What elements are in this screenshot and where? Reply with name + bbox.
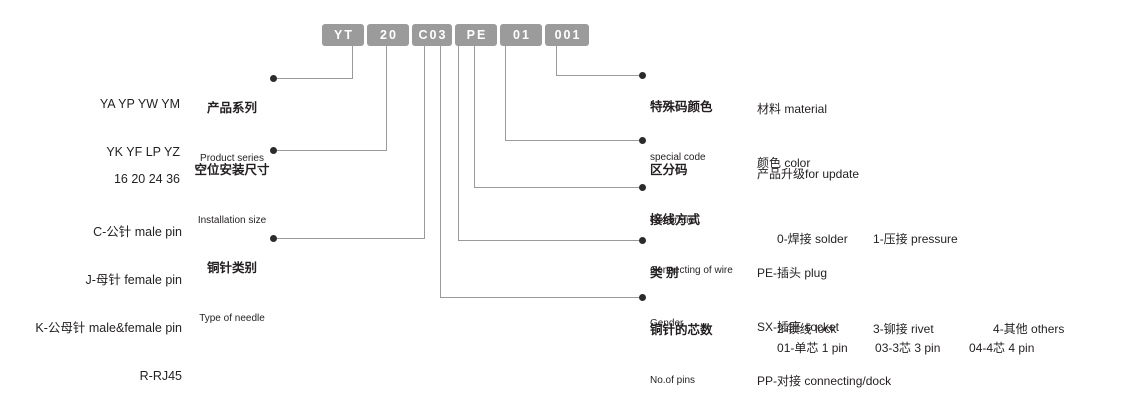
left-options-type-of-needle: C-公针 male pin J-母针 female pin K-公母针 male… xyxy=(0,192,182,403)
right-label-cn: 接线方式 xyxy=(650,213,701,227)
wire-gender xyxy=(458,46,640,241)
right-label-en: Generation xyxy=(650,215,700,226)
right-label-cn: 铜针的芯数 xyxy=(650,323,713,337)
right-label-generation: 区分码 Generation xyxy=(650,127,750,263)
right-label-no-of-pins: 铜针的芯数 No.of pins xyxy=(650,287,750,403)
right-option-row: 0-焊接 solder 1-压接 pressure xyxy=(757,212,1064,266)
right-label-en: No.of pins xyxy=(650,375,696,386)
right-label-en: special code xyxy=(650,152,706,163)
right-option: 0-焊接 solder xyxy=(777,232,848,246)
dot-generation xyxy=(639,137,646,144)
left-label-en: Product series xyxy=(200,153,264,164)
left-option: C-公针 male pin xyxy=(93,225,182,239)
right-options-connecting-of-wire: 0-焊接 solder 1-压接 pressure 2-锁线 lock 3-铆接 r… xyxy=(757,176,1064,392)
right-option: PP-对接 connecting/dock xyxy=(757,374,892,388)
wire-product-series xyxy=(274,46,353,79)
right-label-cn: 区分码 xyxy=(650,163,688,177)
left-label-product-series: 产品系列 Product series xyxy=(196,65,268,201)
right-option: 04-4芯 4 pin xyxy=(969,341,1035,355)
right-option-row: 01-单芯 1 pin 03-3芯 3 pin 04-4芯 4 pin xyxy=(757,321,1034,375)
left-option: J-母针 female pin xyxy=(85,273,182,287)
left-label-en: Installation size xyxy=(197,215,267,226)
wire-special-code xyxy=(556,46,640,76)
right-option: 材料 material xyxy=(757,102,828,116)
left-option: R-RJ45 xyxy=(139,369,182,383)
right-options-special-code: 材料 material 颜色 color xyxy=(757,64,827,208)
right-option: PE-插头 plug xyxy=(757,266,828,280)
code-segment-no-of-pins[interactable]: 01 xyxy=(500,24,542,46)
right-label-special-code: 特殊码颜色 special code xyxy=(650,64,750,200)
right-label-cn: 类 别 xyxy=(650,266,679,280)
code-segment-special-code[interactable]: 001 xyxy=(545,24,589,46)
right-option: 2-锁线 lock xyxy=(777,322,837,336)
left-label-cn: 铜针类别 xyxy=(206,261,257,275)
right-option: 1-压接 pressure xyxy=(873,232,958,246)
right-label-connecting-of-wire: 接线方式 Connecting of wire xyxy=(650,177,755,313)
code-segment-gender[interactable]: PE xyxy=(455,24,497,46)
dot-type-of-needle xyxy=(270,235,277,242)
left-options-product-series: YA YP YW YM YK YF LP YZ xyxy=(10,64,180,192)
right-label-gender: 类 别 Gender xyxy=(650,230,750,366)
dot-no-of-pins xyxy=(639,294,646,301)
left-options-installation-size: 16 20 24 36 xyxy=(10,139,180,219)
left-label-installation-size: 空位安装尺寸 Installation size xyxy=(190,127,274,263)
right-label-cn: 特殊码颜色 xyxy=(650,100,713,114)
wire-connecting-of-wire xyxy=(474,46,640,188)
wire-no-of-pins xyxy=(440,46,640,298)
right-option: 03-3芯 3 pin xyxy=(875,341,941,355)
left-option: 16 20 24 36 xyxy=(113,172,180,186)
code-segment-installation-size[interactable]: 20 xyxy=(367,24,409,46)
left-option: K-公母针 male&female pin xyxy=(35,321,182,335)
right-options-generation: 产品升级for update xyxy=(757,129,859,219)
right-label-en: Gender xyxy=(650,318,684,329)
wire-type-of-needle xyxy=(274,46,425,239)
right-label-en: Connecting of wire xyxy=(650,265,733,276)
dot-product-series xyxy=(270,75,277,82)
left-label-cn: 产品系列 xyxy=(206,101,257,115)
dot-gender xyxy=(639,237,646,244)
dot-special-code xyxy=(639,72,646,79)
left-label-en: Type of needle xyxy=(199,313,265,324)
code-segment-product-series[interactable]: YT xyxy=(322,24,364,46)
right-option: 01-单芯 1 pin xyxy=(777,341,848,355)
left-option: YK YF LP YZ xyxy=(106,145,180,159)
left-option: YA YP YW YM xyxy=(99,97,180,111)
right-options-gender: PE-插头 plug SX-插座 socket PP-对接 connecting… xyxy=(757,228,891,403)
right-option: 3-铆接 rivet xyxy=(873,322,934,336)
right-option: 颜色 color xyxy=(757,156,811,170)
dot-installation-size xyxy=(270,147,277,154)
right-option: 产品升级for update xyxy=(757,167,860,181)
left-label-cn: 空位安装尺寸 xyxy=(194,163,270,177)
wire-installation-size xyxy=(274,46,387,151)
right-option: 4-其他 others xyxy=(993,322,1065,336)
right-option-row: 2-锁线 lock 3-铆接 rivet 4-其他 others xyxy=(757,302,1064,356)
right-option: SX-插座 socket xyxy=(757,320,840,334)
code-segment-type-of-needle[interactable]: C03 xyxy=(412,24,452,46)
left-label-type-of-needle: 铜针类别 Type of needle xyxy=(196,225,268,361)
wire-generation xyxy=(505,46,640,141)
dot-connecting-of-wire xyxy=(639,184,646,191)
